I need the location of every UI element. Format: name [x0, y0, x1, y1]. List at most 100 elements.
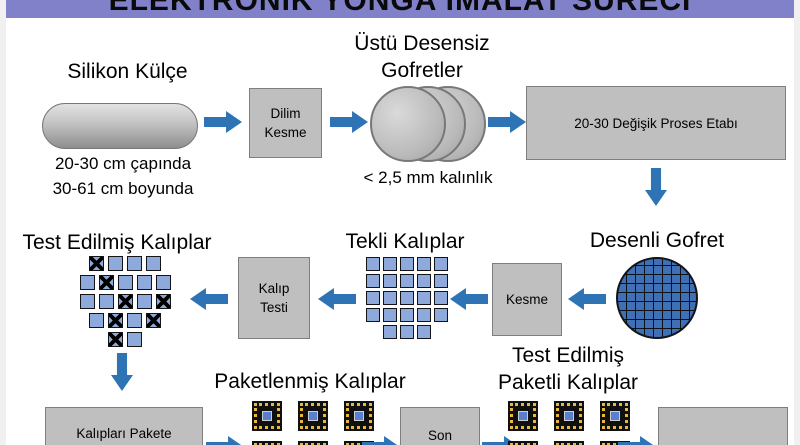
failed-die-icon: [98, 275, 114, 290]
die-icon: [434, 274, 448, 288]
tested-packaged-label-2: Paketli Kalıplar: [497, 371, 639, 394]
die-row: [77, 294, 173, 309]
die-row: [366, 291, 448, 305]
die-icon: [136, 294, 152, 309]
ship-box: [658, 407, 788, 445]
failed-die-icon: [108, 332, 123, 347]
arrow-right-icon: [206, 436, 244, 445]
die-row: [366, 325, 448, 339]
die-icon: [127, 313, 142, 328]
die-icon: [417, 291, 431, 305]
chip-icon: [252, 401, 282, 431]
packaged-dies-label: Paketlenmiş Kalıplar: [214, 370, 406, 393]
die-icon: [417, 308, 431, 322]
title-bar: ELEKTRONİK YONGA İMALAT SÜRECİ: [6, 0, 794, 18]
arrow-down-icon: [111, 353, 133, 391]
arrow-right-icon: [204, 111, 242, 133]
slice-cutting-box: Dilim Kesme: [249, 88, 322, 158]
arrow-right-icon: [488, 111, 526, 133]
chip-icon: [600, 401, 630, 431]
tested-dies-label: Test Edilmiş Kalıplar: [22, 231, 212, 254]
chip-icon: [508, 401, 538, 431]
die-test-label: Kalıp Testi: [258, 281, 290, 315]
final-test-box: Son: [400, 407, 480, 445]
die-row: [366, 274, 448, 288]
wafer-thickness-label: < 2,5 mm kalınlık: [363, 168, 493, 187]
die-icon: [127, 256, 142, 271]
silicon-ingot-label: Silikon Külçe: [67, 60, 188, 83]
die-test-box: Kalıp Testi: [238, 257, 310, 339]
die-icon: [383, 257, 397, 271]
single-die-grid: [366, 257, 448, 342]
die-icon: [434, 291, 448, 305]
die-icon: [383, 308, 397, 322]
chip-grid: [252, 401, 374, 445]
chip-icon: [508, 441, 538, 445]
right-frame-edge: [794, 0, 800, 445]
chip-icon: [554, 401, 584, 431]
die-icon: [366, 274, 380, 288]
page-title: ELEKTRONİK YONGA İMALAT SÜRECİ: [108, 0, 692, 17]
arrow-left-icon: [568, 288, 606, 310]
die-icon: [400, 308, 414, 322]
die-row: [366, 257, 448, 271]
die-icon: [117, 275, 133, 290]
die-icon: [79, 294, 95, 309]
cutting-box: Kesme: [492, 263, 562, 336]
die-icon: [417, 274, 431, 288]
silicon-dim-1: 20-30 cm çapında: [54, 154, 192, 173]
tested-die-grid: [77, 256, 173, 351]
die-icon: [400, 291, 414, 305]
arrow-left-icon: [190, 288, 228, 310]
die-icon: [136, 275, 152, 290]
die-icon: [417, 325, 431, 339]
die-icon: [89, 313, 104, 328]
package-dies-box: Kalıpları Pakete: [45, 407, 203, 445]
arrow-left-icon: [318, 288, 356, 310]
blank-wafer-label-2: Gofretler: [381, 59, 463, 82]
chip-icon: [298, 441, 328, 445]
die-icon: [434, 257, 448, 271]
die-icon: [434, 308, 448, 322]
die-icon: [383, 274, 397, 288]
die-icon: [400, 325, 414, 339]
die-icon: [417, 257, 431, 271]
cutting-label: Kesme: [505, 292, 549, 307]
die-icon: [383, 291, 397, 305]
die-icon: [400, 274, 414, 288]
die-icon: [366, 257, 380, 271]
arrow-right-icon: [330, 111, 368, 133]
chip-icon: [298, 401, 328, 431]
die-icon: [366, 308, 380, 322]
silicon-ingot-icon: [42, 103, 198, 149]
process-stages-box: 20-30 Değişik Proses Etabı: [526, 86, 786, 160]
die-icon: [155, 275, 171, 290]
die-icon: [79, 275, 95, 290]
patterned-wafer-label: Desenli Gofret: [589, 229, 725, 252]
die-icon: [146, 256, 161, 271]
wafer-circle-icon: [370, 86, 446, 162]
arrow-down-icon: [645, 168, 667, 206]
chip-icon: [252, 441, 282, 445]
blank-wafers-icon: [370, 86, 486, 164]
chip-icon: [344, 401, 374, 431]
slice-cutting-label: Dilim Kesme: [264, 106, 307, 140]
failed-die-icon: [146, 313, 161, 328]
die-icon: [400, 257, 414, 271]
die-row: [366, 308, 448, 322]
blank-wafer-label-1: Üstü Desensiz: [354, 32, 490, 55]
process-stages-label: 20-30 Değişik Proses Etabı: [574, 115, 738, 131]
die-icon: [383, 325, 397, 339]
die-icon: [98, 294, 114, 309]
die-row: [77, 313, 173, 328]
chip-icon: [554, 441, 584, 445]
final-test-label: Son: [427, 428, 453, 443]
die-row: [77, 256, 173, 271]
single-dies-label: Tekli Kalıplar: [345, 230, 465, 253]
failed-die-icon: [89, 256, 104, 271]
die-row: [77, 332, 173, 347]
silicon-dim-2: 30-61 cm boyunda: [52, 179, 194, 198]
tested-packaged-label-1: Test Edilmiş: [511, 344, 625, 367]
die-icon: [366, 291, 380, 305]
